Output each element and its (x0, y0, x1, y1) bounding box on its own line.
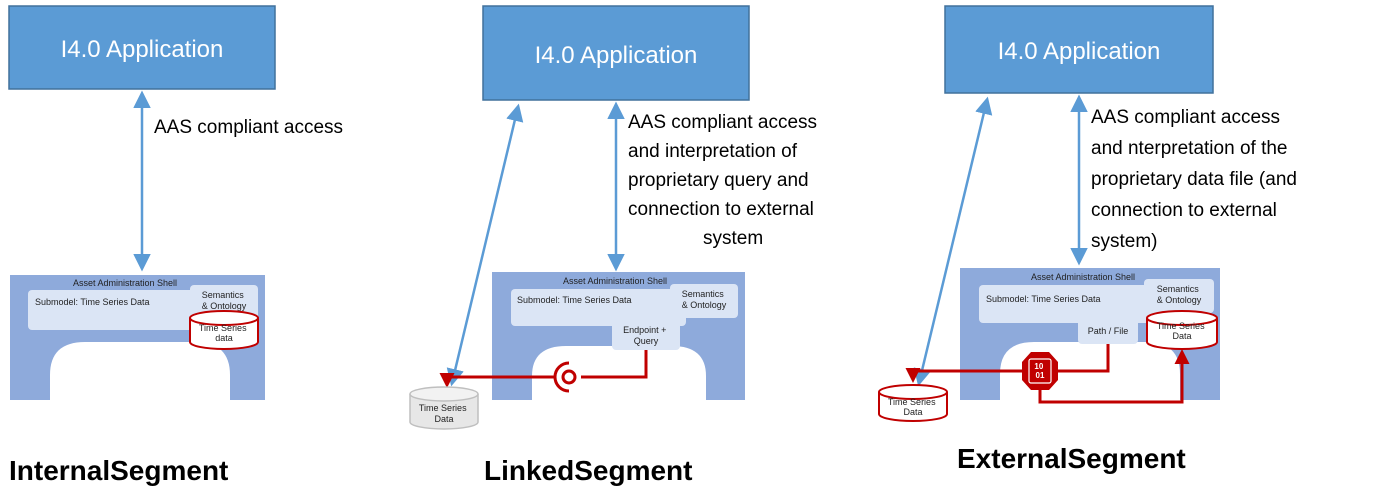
binary-text: 10 01 (1034, 362, 1045, 380)
file-link (1058, 344, 1110, 373)
data-line: Data (1172, 331, 1191, 341)
app-box[interactable] (482, 5, 750, 101)
semantics-line: Semantics (202, 290, 245, 300)
access-text: AAS compliant access and nterpretation o… (1091, 107, 1302, 252)
submodel-box[interactable] (511, 289, 686, 326)
access-line: connection to external (1091, 200, 1277, 221)
external-segment: I4.0 Application AAS compliant access an… (878, 5, 1302, 474)
submodel-label: Submodel: Time Series Data (986, 294, 1101, 304)
submodel-box[interactable] (979, 285, 1159, 323)
access-line: AAS compliant access (154, 117, 343, 138)
access-line: system) (1091, 231, 1158, 252)
data-link (1038, 349, 1190, 404)
app-label: I4.0 Application (61, 36, 224, 63)
shell-title: Asset Administration Shell (73, 278, 177, 288)
semantics-line: Semantics (1157, 284, 1200, 294)
data-line: Time Series (1157, 321, 1205, 331)
app-box[interactable] (944, 5, 1214, 94)
submodel-label: Submodel: Time Series Data (517, 295, 632, 305)
semantics-box[interactable] (670, 284, 738, 318)
access-text: AAS compliant access (154, 117, 343, 138)
segment-title: ExternalSegment (957, 443, 1186, 474)
semantics-label: Semantics & Ontology (1157, 284, 1202, 305)
data-label: Time Series Data (1157, 321, 1207, 341)
file-link-to-data (905, 368, 1022, 383)
semantics-line: & Ontology (202, 301, 247, 311)
access-line: AAS compliant access (628, 112, 817, 133)
access-text: AAS compliant access and interpretation … (628, 112, 822, 249)
query-link (581, 350, 648, 379)
shell-title: Asset Administration Shell (1031, 272, 1135, 282)
access-line: proprietary query and (628, 170, 809, 191)
semantics-line: & Ontology (1157, 295, 1202, 305)
direct-access-arrow (913, 96, 993, 387)
semantics-line: & Ontology (682, 300, 727, 310)
data-label: Time Series data (199, 323, 249, 343)
access-line: proprietary data file (and (1091, 169, 1297, 190)
data-line: Time Series (199, 323, 247, 333)
semantics-label: Semantics & Ontology (682, 289, 727, 310)
access-line: system (703, 228, 763, 249)
ext-data-line: Time Series (419, 403, 467, 413)
direct-access-arrow (446, 103, 524, 387)
ext-data-line: Data (434, 414, 453, 424)
asset-administration-shell: Asset Administration Shell Submodel: Tim… (960, 268, 1220, 400)
endpoint-label: Endpoint + Query (623, 325, 669, 346)
external-time-series-data[interactable]: Time Series Data (409, 386, 479, 430)
ext-data-line: Data (903, 407, 922, 417)
time-series-data-cylinder[interactable]: Time Series Data (1146, 310, 1218, 350)
shell-title: Asset Administration Shell (563, 276, 667, 286)
time-series-data-cylinder[interactable]: Time Series data (189, 310, 259, 350)
submodel-label: Submodel: Time Series Data (35, 297, 150, 307)
ext-data-line: Time Series (888, 397, 936, 407)
asset-administration-shell: Asset Administration Shell Submodel: Tim… (10, 275, 265, 400)
access-line: connection to external (628, 199, 814, 220)
data-line: data (215, 333, 233, 343)
semantics-line: Semantics (682, 289, 725, 299)
asset-administration-shell: Asset Administration Shell Submodel: Tim… (492, 272, 745, 400)
internal-segment: I4.0 Application AAS compliant access As… (8, 5, 343, 486)
ext-data-label: Time Series Data (888, 397, 938, 417)
binary-line: 10 (1034, 362, 1043, 371)
app-label: I4.0 Application (998, 38, 1161, 65)
endpoint-query-box[interactable] (612, 320, 680, 350)
semantics-label: Semantics & Ontology (202, 290, 247, 311)
binary-file-icon: 10 01 (1022, 352, 1058, 390)
query-link-to-data (439, 373, 556, 388)
access-line: AAS compliant access (1091, 107, 1280, 128)
path-file-box[interactable] (1078, 318, 1138, 344)
path-file-label: Path / File (1088, 326, 1129, 336)
app-label: I4.0 Application (535, 42, 698, 69)
external-time-series-data[interactable]: Time Series Data (878, 384, 948, 422)
endpoint-line: Endpoint + (623, 325, 666, 335)
binary-line: 01 (1036, 371, 1045, 380)
ext-data-label: Time Series Data (419, 403, 469, 424)
access-line: and nterpretation of the (1091, 138, 1287, 159)
semantics-box[interactable] (1144, 279, 1214, 313)
endpoint-line: Query (634, 336, 659, 346)
segment-title: LinkedSegment (484, 455, 692, 486)
segment-title: InternalSegment (9, 455, 228, 486)
connector-icon (553, 361, 577, 393)
submodel-box[interactable] (28, 290, 203, 330)
access-line: and interpretation of (628, 141, 798, 162)
linked-segment: I4.0 Application AAS compliant access an… (409, 5, 822, 486)
app-box[interactable] (8, 5, 276, 90)
